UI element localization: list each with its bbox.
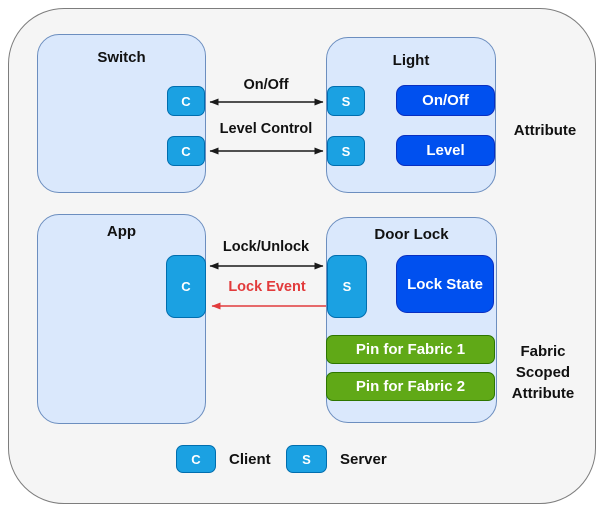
- legend-client-label: Client: [229, 451, 271, 468]
- legend-client-badge: C: [176, 445, 216, 473]
- level-attribute-button: Level: [396, 135, 495, 166]
- lock-event-arrow-label: Lock Event: [228, 279, 306, 295]
- lock-state-attribute-button: Lock State: [396, 255, 494, 313]
- legend-server-badge: S: [286, 445, 327, 473]
- onoff-attribute-button: On/Off: [396, 85, 495, 116]
- light-title: Light: [392, 52, 430, 69]
- legend-server-label: Server: [340, 451, 387, 468]
- light-server-badge-level: S: [327, 136, 365, 166]
- app-title: App: [106, 223, 137, 240]
- app-client-badge: C: [166, 255, 206, 318]
- fabric-scoped-attribute-label: Fabric Scoped Attribute: [512, 341, 575, 404]
- fabric-scoped-line-1: Fabric: [520, 343, 566, 360]
- app-box: App: [37, 214, 206, 424]
- pin-fabric-2-button: Pin for Fabric 2: [326, 372, 495, 401]
- attribute-label: Attribute: [513, 122, 577, 139]
- level-control-arrow-label: Level Control: [219, 121, 313, 137]
- door-lock-server-badge: S: [327, 255, 367, 318]
- pin-fabric-1-button: Pin for Fabric 1: [326, 335, 495, 364]
- switch-client-badge-onoff: C: [167, 86, 205, 116]
- switch-client-badge-level: C: [167, 136, 205, 166]
- lock-unlock-arrow-label: Lock/Unlock: [222, 239, 310, 255]
- fabric-scoped-line-2: Scoped: [515, 364, 571, 381]
- light-server-badge-onoff: S: [327, 86, 365, 116]
- fabric-scoped-line-3: Attribute: [511, 385, 575, 402]
- switch-title: Switch: [97, 49, 146, 66]
- door-lock-title: Door Lock: [374, 226, 449, 243]
- onoff-arrow-label: On/Off: [243, 77, 289, 93]
